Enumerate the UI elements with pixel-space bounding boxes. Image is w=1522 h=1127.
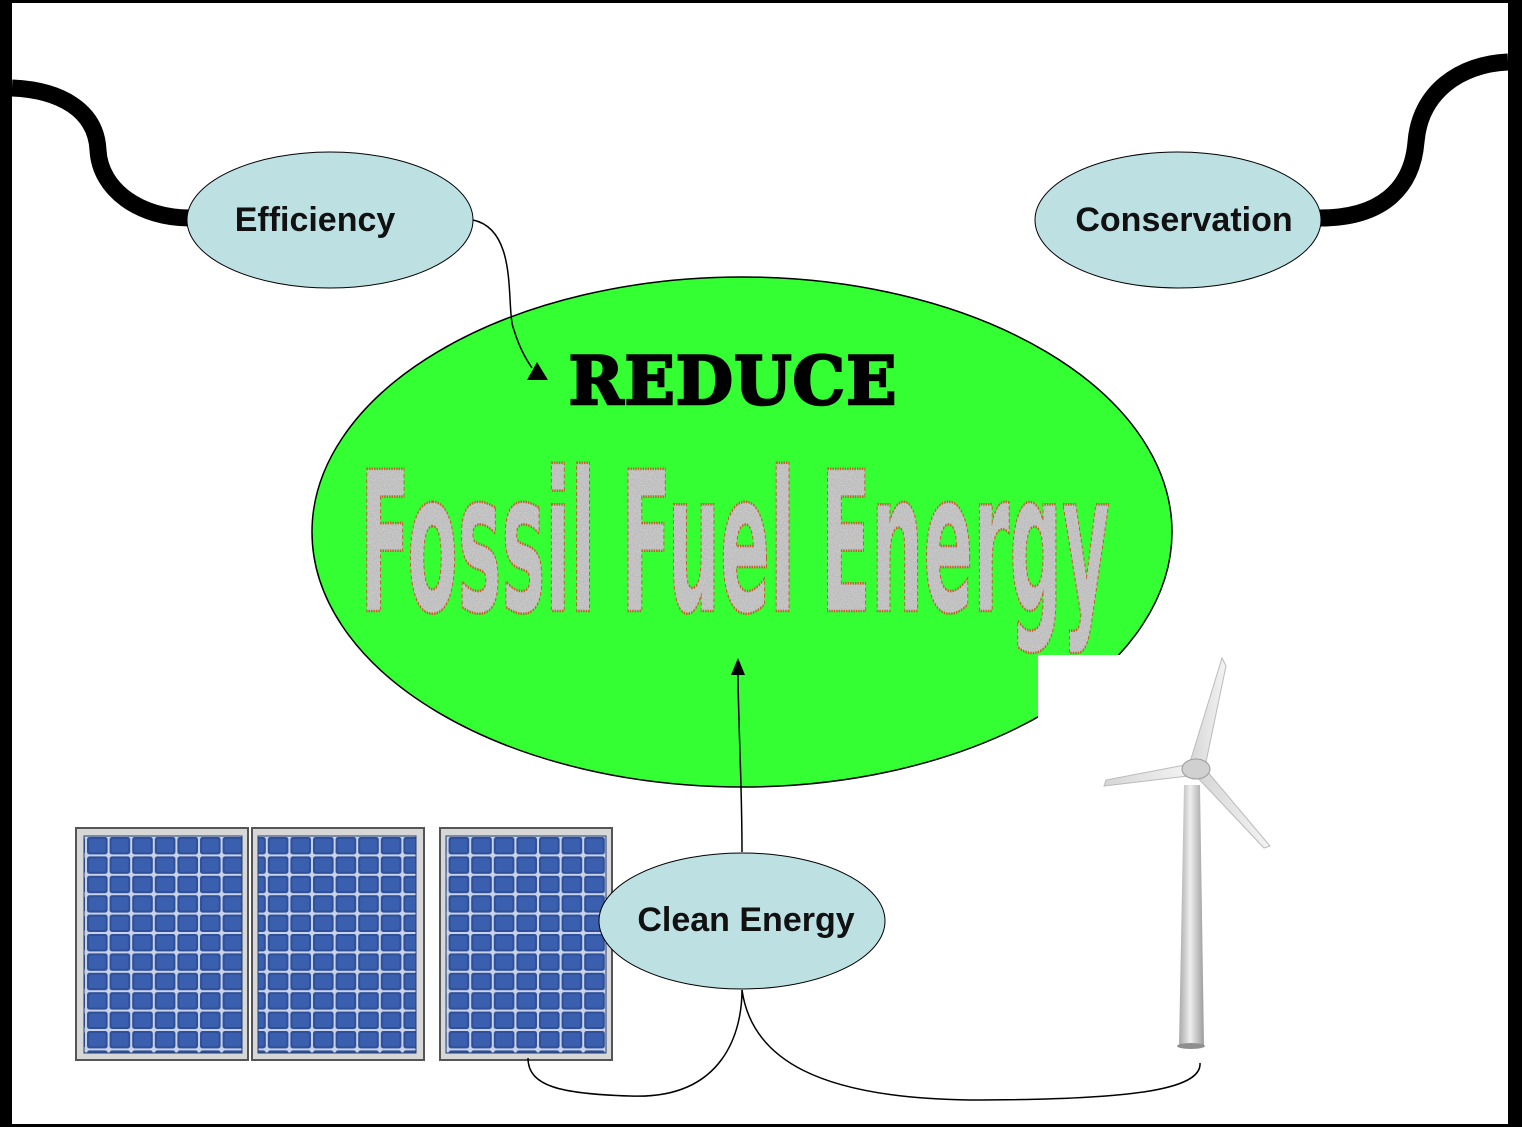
conservation-label: Conservation: [1075, 201, 1292, 239]
clean-energy-node: Clean Energy: [598, 852, 886, 990]
solar-connector: [527, 989, 743, 1097]
turbine-connector: [741, 989, 1201, 1101]
clean-energy-connector: [737, 669, 743, 853]
efficiency-connector: [472, 219, 533, 369]
efficiency-arrowhead: [527, 362, 548, 380]
conservation-curve: [1319, 53, 1509, 227]
clean-energy-arrowhead: [731, 658, 745, 675]
conservation-node: Conservation: [1034, 151, 1322, 289]
reduce-label: REDUCE: [569, 342, 898, 420]
clean-energy-label: Clean Energy: [637, 901, 854, 939]
solar-panel-icon: [75, 827, 613, 1061]
wind-turbine-icon: [1038, 655, 1366, 1060]
efficiency-node: Efficiency: [186, 151, 474, 289]
efficiency-curve: [11, 79, 191, 227]
center-ellipse: [311, 276, 1173, 788]
fossil-fuel-energy-label: Fossil Fuel Energy: [360, 432, 1110, 658]
efficiency-label: Efficiency: [235, 201, 396, 239]
